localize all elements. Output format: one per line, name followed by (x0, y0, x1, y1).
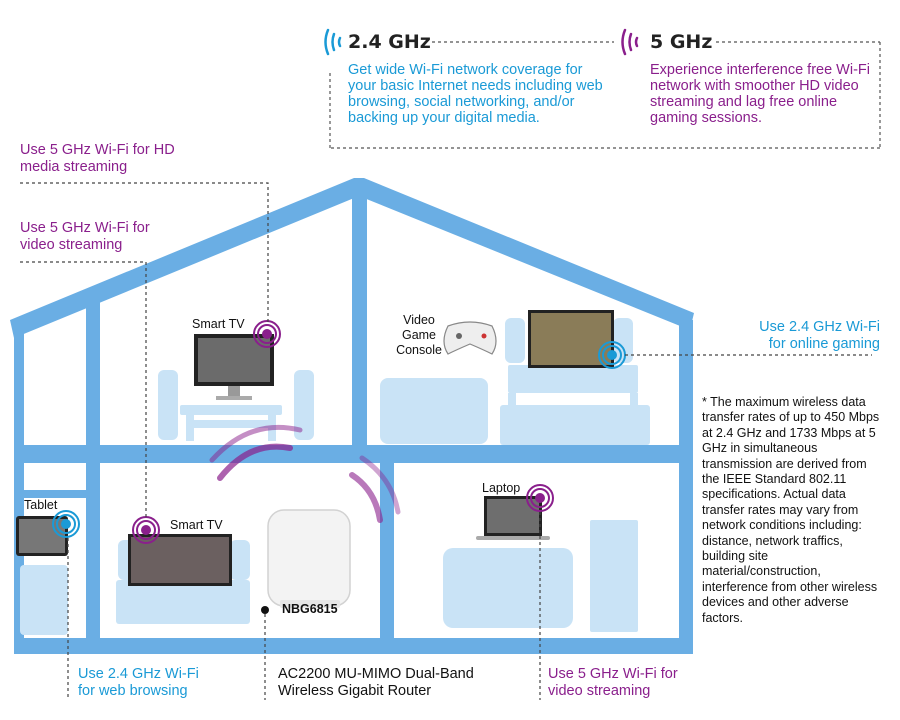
wifi-signal-icon (52, 510, 80, 538)
band-24ghz-title: 2.4 GHz (348, 31, 431, 53)
callout-online-gaming: Use 2.4 GHz Wi-Fi for online gaming (759, 319, 880, 352)
footnote: * The maximum wireless data transfer rat… (702, 395, 880, 625)
callout-router-description: AC2200 MU-MIMO Dual-Band Wireless Gigabi… (278, 666, 474, 699)
band-24ghz-description: Get wide Wi-Fi network coverage for your… (348, 62, 603, 126)
band-5ghz-description: Experience interference free Wi-Fi netwo… (650, 62, 870, 126)
band-legend-frame (329, 41, 881, 149)
callout-hd-streaming: Use 5 GHz Wi-Fi for HD media streaming (20, 142, 175, 175)
game-controller-icon (443, 321, 497, 355)
router-signal-icon (209, 424, 401, 523)
label-smart-tv-downstairs: Smart TV (170, 518, 223, 532)
smart-tv-upstairs (194, 334, 274, 400)
wifi-signal-icon (132, 516, 160, 544)
smart-tv-downstairs (128, 534, 232, 586)
label-tablet: Tablet (24, 498, 58, 512)
wifi-signal-icon (598, 341, 626, 369)
label-smart-tv-upstairs: Smart TV (192, 317, 245, 331)
callout-video-streaming-left: Use 5 GHz Wi-Fi for video streaming (20, 220, 150, 253)
router-icon (261, 509, 351, 614)
house-outline (10, 178, 694, 654)
game-screen (528, 310, 614, 368)
wifi-signal-icon (526, 484, 554, 512)
leader-lines (20, 182, 872, 700)
label-laptop: Laptop (482, 481, 521, 495)
label-video-game-console: Video Game Console (396, 313, 442, 357)
band-5ghz-title: 5 GHz (650, 31, 713, 53)
wifi-signal-icon (621, 28, 639, 56)
callout-web-browsing: Use 2.4 GHz Wi-Fi for web browsing (78, 666, 199, 699)
callout-video-streaming-bottom: Use 5 GHz Wi-Fi for video streaming (548, 666, 678, 699)
wifi-signal-icon (253, 320, 281, 348)
label-router-model: NBG6815 (282, 602, 338, 616)
wifi-signal-icon (324, 28, 342, 56)
